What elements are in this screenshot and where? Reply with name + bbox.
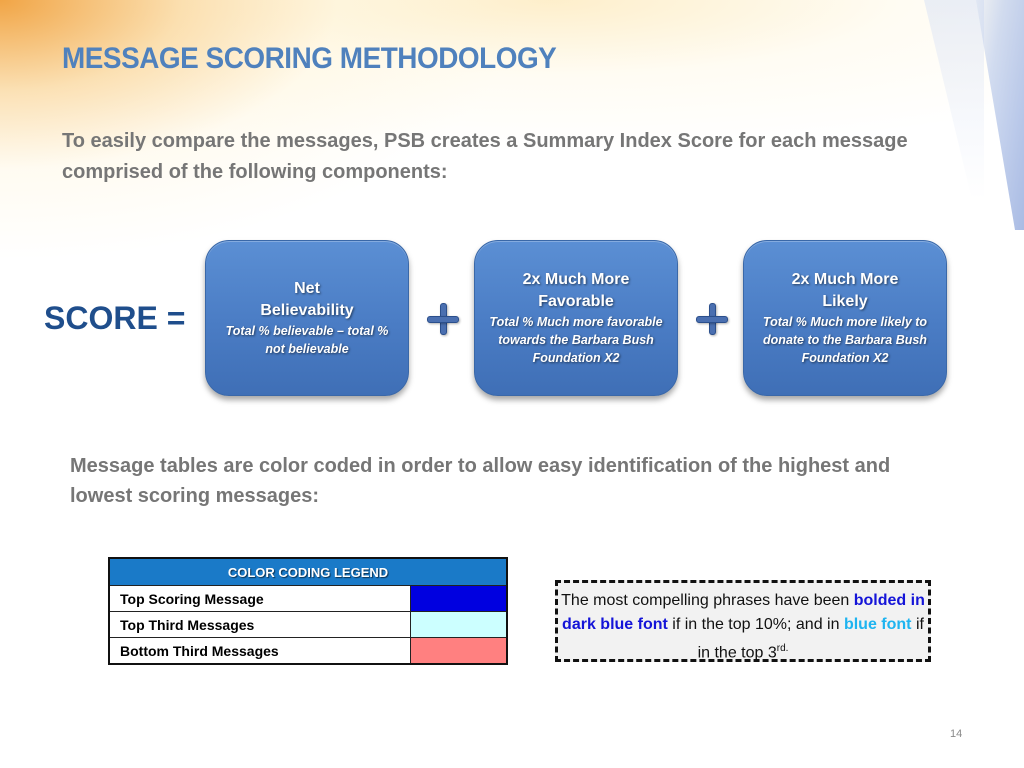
card-description: Total % Much more favorable towards the …: [489, 315, 663, 365]
legend-label: Bottom Third Messages: [108, 637, 411, 665]
card-description: Total % Much more likely to donate to th…: [762, 315, 928, 365]
card-title-line1: 2x Much More: [791, 271, 899, 288]
slide-title: MESSAGE SCORING METHODOLOGY: [62, 42, 557, 75]
card-title-line1: 2x Much More: [522, 271, 630, 288]
color-coding-intro: Message tables are color coded in order …: [70, 455, 891, 507]
note-blue-highlight: blue font: [843, 616, 912, 633]
note-superscript: rd.: [776, 643, 789, 654]
note-text: The most compelling phrases have been: [561, 592, 854, 609]
card-title-line2: Likely: [822, 293, 868, 310]
component-card-much-more-likely: 2x Much More Likely Total % Much more li…: [743, 240, 947, 396]
component-card-much-more-favorable: 2x Much More Favorable Total % Much more…: [474, 240, 678, 396]
card-title-line2: Believability: [260, 302, 354, 319]
legend-label: Top Third Messages: [108, 611, 411, 638]
plus-icon: [427, 303, 459, 335]
plus-icon: [696, 303, 728, 335]
component-card-net-believability: Net Believability Total % believable – t…: [205, 240, 409, 396]
page-number: 14: [950, 728, 963, 740]
table-row: Top Third Messages: [108, 611, 508, 638]
table-row: Bottom Third Messages: [108, 637, 508, 665]
legend-label: Top Scoring Message: [108, 585, 411, 612]
legend-swatch-light-cyan: [410, 611, 508, 638]
legend-header-row: COLOR CODING LEGEND: [108, 557, 508, 586]
card-description: Total % believable – total % not believa…: [225, 324, 389, 356]
color-coding-legend-table: COLOR CODING LEGEND Top Scoring Message …: [108, 557, 508, 665]
note-dark-blue-highlight: bolded in dark blue font: [562, 592, 925, 633]
table-row: Top Scoring Message: [108, 585, 508, 612]
card-title-line1: Net: [294, 280, 320, 297]
note-text: if in the top 3: [697, 616, 924, 662]
score-equals-label: SCORE =: [44, 300, 186, 336]
legend-swatch-dark-blue: [410, 585, 508, 612]
note-text: if in the top 10%; and in: [667, 616, 844, 633]
font-coding-note: The most compelling phrases have been bo…: [555, 580, 931, 662]
legend-swatch-salmon: [410, 637, 508, 665]
intro-text: To easily compare the messages, PSB crea…: [62, 130, 908, 183]
legend-header: COLOR CODING LEGEND: [108, 557, 508, 586]
card-title-line2: Favorable: [538, 293, 614, 310]
